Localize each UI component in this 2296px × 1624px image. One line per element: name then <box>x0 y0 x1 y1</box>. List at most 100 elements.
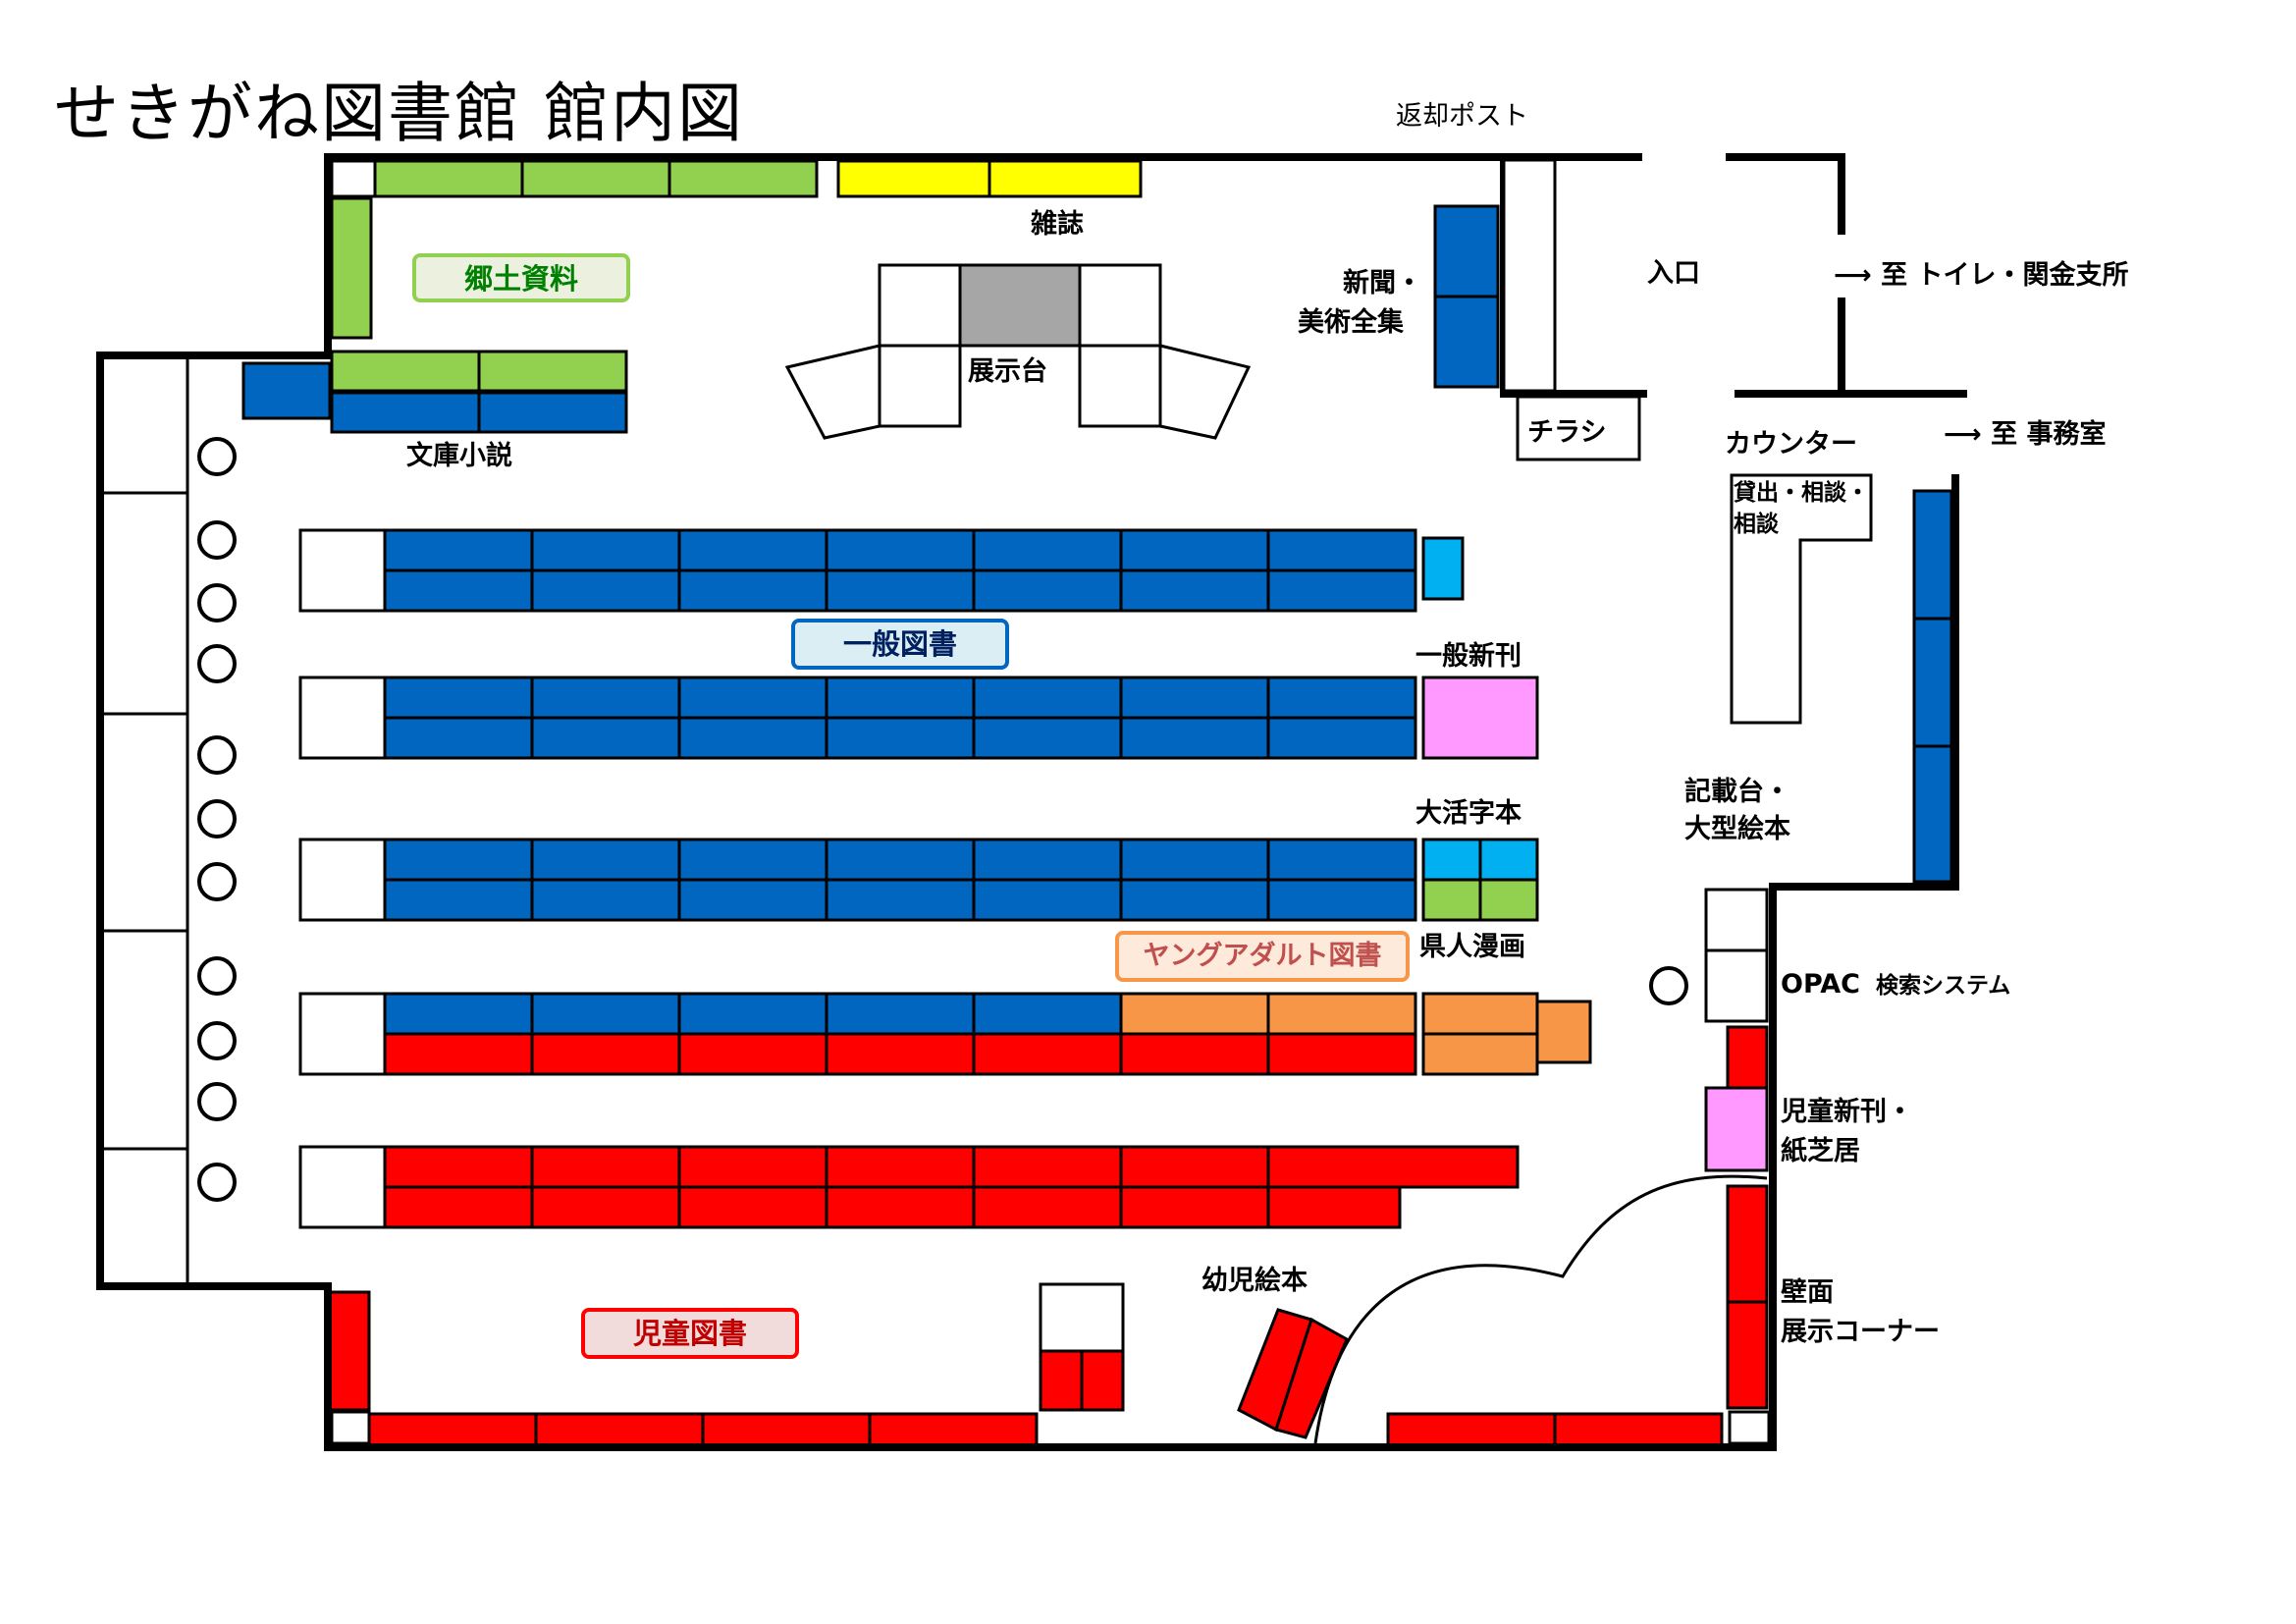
general-shelf <box>1266 528 1417 572</box>
ya-shelf <box>1119 992 1270 1036</box>
paperback-shelf <box>330 391 481 434</box>
seat-circle <box>197 644 237 683</box>
general-shelf <box>677 568 828 613</box>
general-shelf <box>530 878 681 922</box>
zone-children-badge: 児童図書 <box>581 1308 799 1359</box>
small-shelf <box>1039 1349 1084 1412</box>
children-shelf <box>677 1185 828 1229</box>
magazine-label: 雑誌 <box>1031 209 1084 240</box>
to-office-label: ⟶ 至 事務室 <box>1944 419 2107 450</box>
new-general-shelf <box>1421 676 1539 760</box>
general-shelf <box>1266 568 1417 613</box>
general-shelf <box>677 838 828 882</box>
wall-shelf <box>1912 744 1953 884</box>
general-shelf <box>677 992 828 1036</box>
children-wall-shelf <box>1386 1412 1557 1447</box>
to-toilet-label: ⟶ 至 トイレ・関金支所 <box>1834 260 2129 291</box>
paperback-label: 文庫小説 <box>406 441 512 471</box>
general-shelf <box>1119 878 1270 922</box>
corner-block <box>330 1410 371 1445</box>
new-general-label: 一般新刊 <box>1415 641 1522 672</box>
local-shelf <box>520 159 671 198</box>
general-shelf <box>825 992 976 1036</box>
general-shelf <box>1119 838 1270 882</box>
children-new-label-1: 児童新刊・ <box>1781 1097 1913 1127</box>
children-wall-shelf <box>328 1290 371 1412</box>
shelves-layer <box>197 159 1953 1447</box>
wall-display-label-1: 壁面 <box>1781 1277 1834 1308</box>
return-post-label: 返却ポスト <box>1396 101 1528 132</box>
local-shelf <box>477 350 628 393</box>
general-shelf <box>383 716 534 760</box>
general-shelf <box>530 528 681 572</box>
general-shelf <box>1119 528 1270 572</box>
general-shelf <box>383 568 534 613</box>
counter-label: カウンター <box>1725 429 1857 460</box>
ya-shelf <box>1266 992 1417 1036</box>
general-shelf <box>677 676 828 720</box>
large-print-label: 大活字本 <box>1415 798 1522 829</box>
toddler-books-label: 幼児絵本 <box>1201 1266 1308 1296</box>
children-wall-shelf <box>1726 1184 1769 1304</box>
large-print-shelf <box>1478 838 1539 882</box>
local-shelf <box>373 159 524 198</box>
art-shelf <box>1433 295 1500 389</box>
local-manga-shelf <box>1478 878 1539 922</box>
general-shelf <box>972 838 1123 882</box>
flyer-box <box>1516 395 1641 461</box>
large-print-shelf <box>1421 838 1482 882</box>
zone-ya-badge: ヤングアダルト図書 <box>1115 931 1410 982</box>
corner-block <box>1728 1410 1771 1445</box>
zone-local-badge: 郷土資料 <box>412 253 630 302</box>
seat-circle <box>197 1021 237 1060</box>
general-shelf <box>1119 716 1270 760</box>
general-shelf <box>825 676 976 720</box>
children-shelf <box>677 1145 828 1189</box>
general-shelf <box>1266 838 1417 882</box>
page-title: せきがね図書館 館内図 <box>54 76 744 151</box>
seat-circle <box>197 735 237 775</box>
general-shelf <box>1266 716 1417 760</box>
display-table <box>1078 263 1162 348</box>
seat-circle <box>197 1163 237 1202</box>
shelf-end <box>298 838 387 922</box>
newspaper-label: 新聞・ <box>1343 268 1422 298</box>
children-shelf <box>383 1145 534 1189</box>
children-shelf <box>1266 1032 1417 1076</box>
children-shelf <box>972 1145 1123 1189</box>
seat-circle <box>197 799 237 839</box>
general-shelf <box>972 528 1123 572</box>
children-wall-shelf <box>1726 1300 1769 1410</box>
children-wall-shelf <box>1726 1025 1769 1090</box>
general-shelf <box>677 878 828 922</box>
inner-lines <box>104 158 1768 1444</box>
ya-shelf <box>1535 1000 1592 1064</box>
children-shelf <box>383 1032 534 1076</box>
local-manga-label: 県人漫画 <box>1419 932 1525 962</box>
children-shelf <box>972 1185 1123 1229</box>
general-shelf <box>1119 568 1270 613</box>
children-shelf <box>825 1032 976 1076</box>
opac-terminal <box>1704 948 1769 1023</box>
small-shelf <box>1039 1282 1125 1353</box>
wall-display-label-2: 展示コーナー <box>1781 1317 1940 1347</box>
general-shelf <box>1266 878 1417 922</box>
small-shelf <box>1080 1349 1125 1412</box>
writing-desk-label-2: 大型絵本 <box>1684 814 1790 844</box>
children-new-label-2: 紙芝居 <box>1781 1136 1860 1166</box>
children-shelf <box>825 1145 976 1189</box>
children-shelf <box>1119 1032 1270 1076</box>
shelf-end <box>298 528 387 613</box>
general-shelf <box>1119 676 1270 720</box>
writing-desk-label-1: 記載台・ <box>1684 777 1790 807</box>
shelf-end <box>298 676 387 760</box>
children-wall-shelf <box>1553 1412 1724 1447</box>
display-table <box>878 344 962 428</box>
general-shelf <box>972 676 1123 720</box>
display-wing-left <box>784 344 881 440</box>
seat-circle <box>197 862 237 901</box>
display-table <box>1078 344 1162 428</box>
corner-block <box>330 159 377 198</box>
general-shelf <box>383 838 534 882</box>
